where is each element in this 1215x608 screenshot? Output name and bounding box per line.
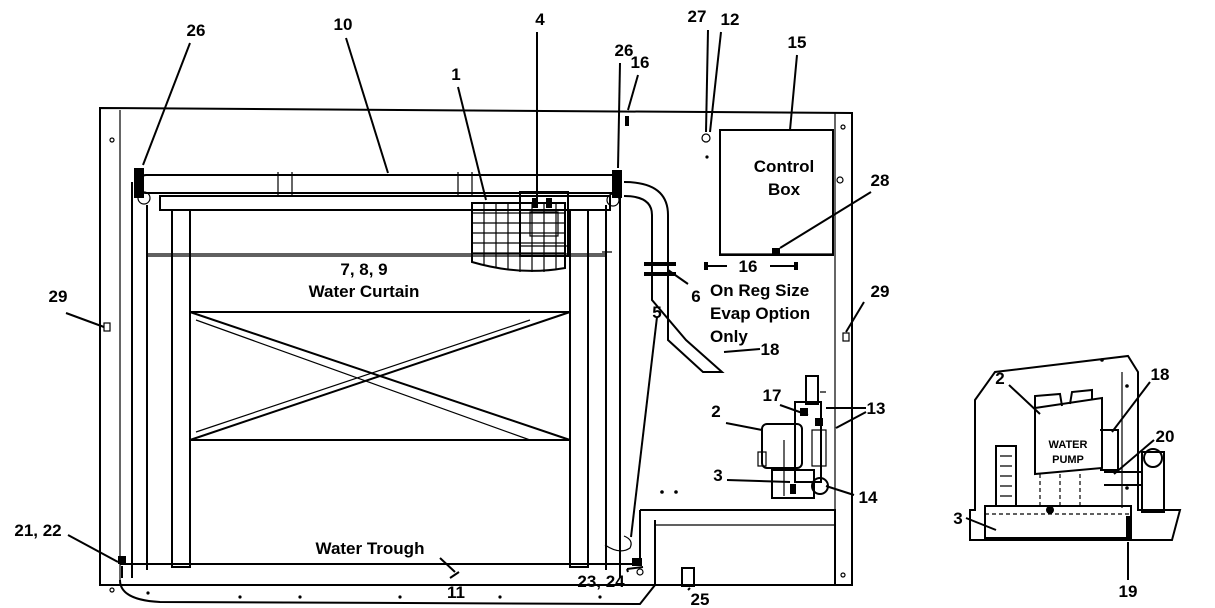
main-cabinet	[99, 106, 853, 593]
callout-25: 25	[691, 590, 710, 608]
callout-21-22: 21, 22	[14, 521, 61, 540]
water-pump-assembly	[660, 375, 829, 499]
callout-16-top: 16	[631, 53, 650, 72]
pump-label-line1: WATER	[1049, 439, 1088, 451]
option-text-line2: Evap Option	[710, 304, 810, 323]
callout-11: 11	[447, 583, 465, 602]
callouts-main: 26 10 1 4 26 16 27 12 15 28 6 29 29 18 1…	[14, 7, 889, 608]
drain-hose	[623, 181, 725, 373]
callout-18-inset: 18	[1151, 365, 1170, 384]
callout-27: 27	[688, 7, 707, 26]
curtain-label: Water Curtain	[309, 282, 420, 301]
option-bolts	[704, 262, 798, 270]
callout-29-left: 29	[49, 287, 68, 306]
water-trough-label: Water Trough	[316, 539, 425, 558]
pump-label-line2: PUMP	[1052, 454, 1084, 466]
callout-3-main: 3	[713, 466, 722, 485]
callout-13: 13	[867, 399, 886, 418]
callout-20: 20	[1156, 427, 1175, 446]
callout-14: 14	[859, 488, 878, 507]
water-trough: Water Trough	[118, 509, 836, 606]
leader-lines	[65, 29, 872, 591]
callout-26-left: 26	[187, 21, 206, 40]
callout-6: 6	[691, 287, 700, 306]
option-text-line3: Only	[710, 327, 748, 346]
inset-side-view: WATER PUMP 2 18 20 3 19	[953, 354, 1182, 601]
callout-4: 4	[535, 10, 545, 29]
callout-1: 1	[451, 65, 460, 84]
callout-26-right: 26	[615, 41, 634, 60]
callout-18-main: 18	[761, 340, 780, 359]
callout-17: 17	[763, 386, 782, 405]
callout-19: 19	[1119, 582, 1138, 601]
callout-10: 10	[334, 15, 353, 34]
callout-2-inset: 2	[995, 369, 1004, 388]
option-text-line1: On Reg Size	[710, 281, 809, 300]
control-box: Control Box	[719, 129, 834, 256]
curtain-part-numbers: 7, 8, 9	[340, 260, 387, 279]
callout-3-inset: 3	[953, 509, 962, 528]
control-box-label-line1: Control	[754, 157, 814, 176]
callout-23-24: 23, 24	[577, 572, 625, 591]
callout-12: 12	[721, 10, 740, 29]
option-callout-16: 16	[739, 257, 758, 276]
callout-29-right: 29	[871, 282, 890, 301]
control-box-label-line2: Box	[768, 180, 801, 199]
callout-28: 28	[871, 171, 890, 190]
evaporator-frame	[131, 168, 622, 578]
callout-15: 15	[788, 33, 807, 52]
callout-5: 5	[652, 303, 661, 322]
ice-probe-grid	[471, 191, 569, 272]
callout-2-main: 2	[711, 402, 720, 421]
